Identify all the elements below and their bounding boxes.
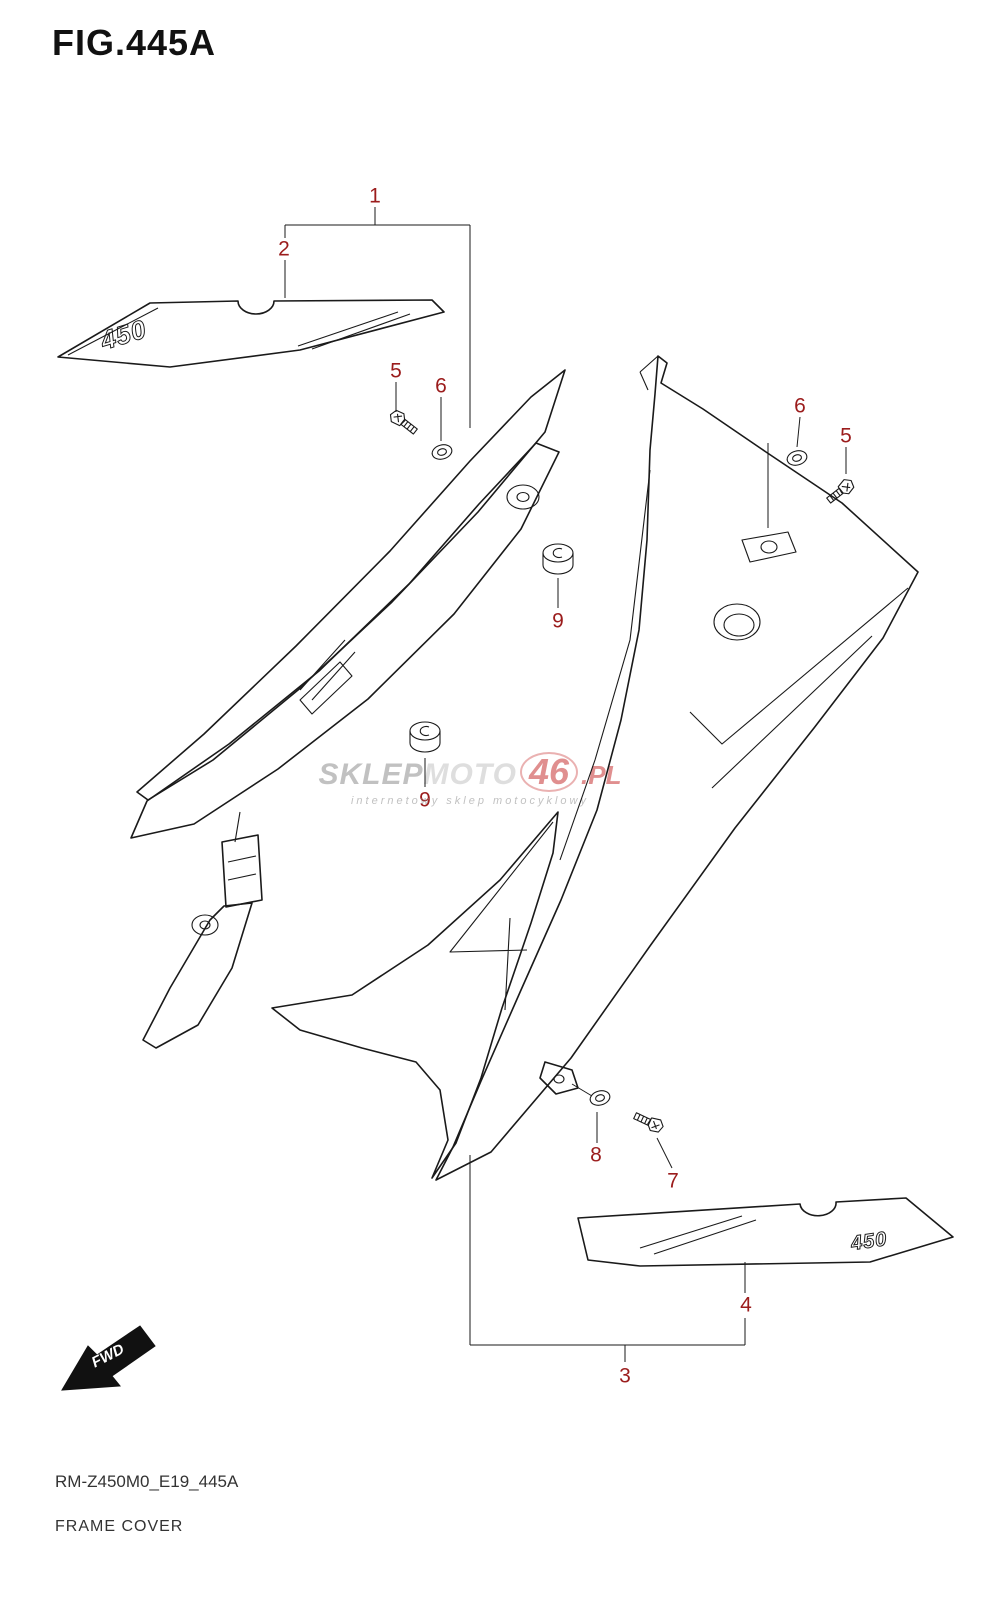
figure-code: RM-Z450M0_E19_445A — [55, 1472, 239, 1491]
watermark-part-pl: .PL — [581, 760, 622, 790]
lower-decal-cover: 450 — [577, 1197, 954, 1267]
watermark-part-moto: MOTO — [423, 758, 517, 791]
lower-cushion-icon — [409, 721, 441, 753]
left-frame-cover — [130, 369, 566, 1049]
figure-title: FIG.445A — [52, 22, 217, 63]
upper-cushion-icon — [542, 543, 574, 575]
callout-5-right: 5 — [840, 424, 852, 448]
fwd-arrow: FWD — [61, 1325, 156, 1391]
right-washer-icon — [784, 448, 810, 468]
left-decal-450-label: 450 — [96, 313, 150, 356]
left-bolt-icon — [386, 407, 421, 438]
upper-decal-cover: 450 — [57, 299, 445, 368]
callout-4: 4 — [740, 1293, 752, 1317]
callout-3: 3 — [619, 1364, 631, 1388]
callout-5-left: 5 — [390, 359, 402, 383]
watermark-part-sklep: SKLEP — [318, 758, 424, 791]
callout-9-upper: 9 — [552, 609, 564, 633]
bottom-bolt-icon — [631, 1108, 666, 1136]
watermark-subtitle: internetowy sklep motocyklowy — [350, 795, 589, 807]
callout-leader-lines — [284, 207, 847, 1362]
callout-8: 8 — [590, 1143, 602, 1167]
right-decal-450-label: 450 — [849, 1228, 889, 1255]
callout-1: 1 — [369, 184, 381, 208]
watermark-part-46: 46 — [519, 752, 579, 792]
callout-7: 7 — [667, 1169, 679, 1193]
left-washer-icon — [429, 442, 455, 462]
figure-name: FRAME COVER — [55, 1518, 184, 1535]
callout-2: 2 — [278, 237, 290, 261]
bottom-washer-icon — [587, 1088, 613, 1108]
callout-6-left: 6 — [435, 374, 447, 398]
right-frame-cover — [435, 355, 919, 1181]
callout-6-right: 6 — [794, 394, 806, 418]
center-frame-cover — [271, 811, 579, 1179]
callout-9-lower: 9 — [419, 788, 431, 812]
